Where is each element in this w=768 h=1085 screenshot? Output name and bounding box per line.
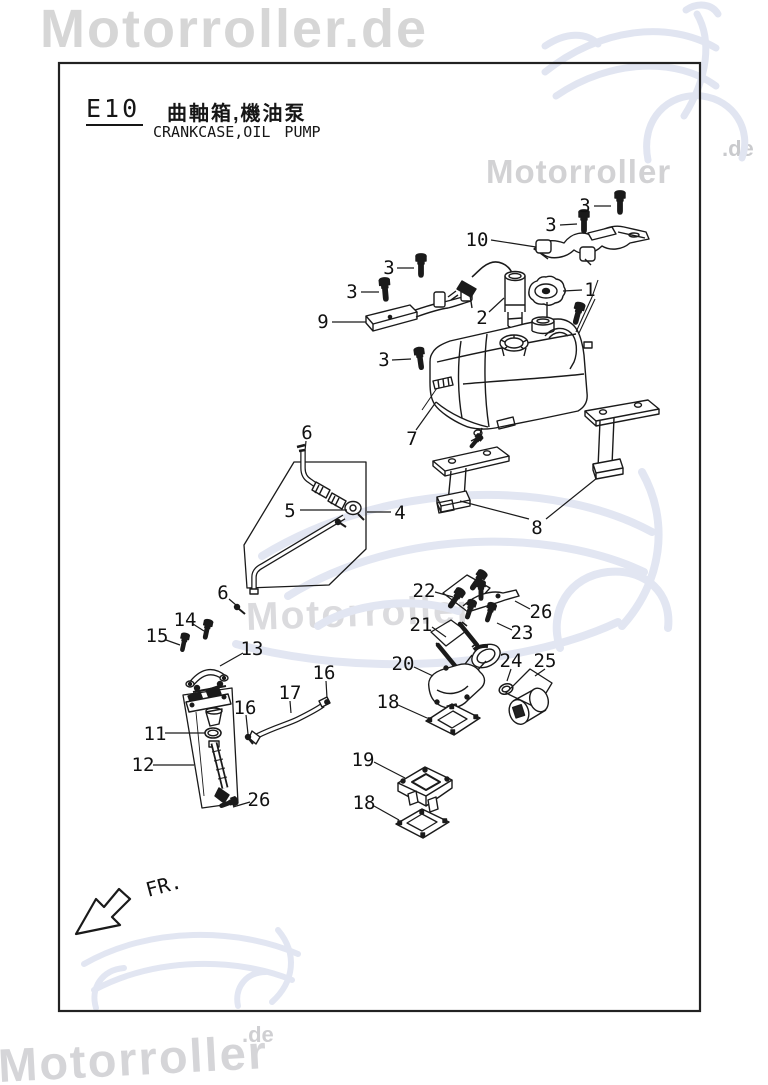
leader-line: [228, 598, 237, 606]
leader-line: [545, 477, 598, 520]
filler-cap-drawing: [528, 275, 566, 317]
leader-line: [304, 440, 307, 452]
watermark-right-tld: .de: [722, 136, 754, 161]
leader-line: [431, 626, 447, 638]
diagram-frame: [57, 61, 702, 1013]
part-callout-8: 8: [531, 517, 542, 539]
leader-line: [559, 223, 578, 226]
watermark-bottom-tld: .de: [242, 1022, 274, 1047]
part-callout-5: 5: [284, 500, 295, 522]
part-callout-25: 25: [534, 650, 557, 672]
scooter-watermark-top-right: [541, 1, 749, 164]
fastener-cluster-drawing: [430, 574, 520, 670]
oil-pump-drawing: [427, 643, 501, 716]
leader-line: [192, 623, 205, 632]
part-callout-17: 17: [279, 682, 302, 704]
scooter-watermark-bottom-left: [81, 927, 301, 1011]
part-callout-24: 24: [500, 650, 523, 672]
part-callout-3: 3: [378, 349, 389, 371]
part-callout-9: 9: [317, 311, 328, 333]
part-callout-2: 2: [476, 307, 487, 329]
diagram-code: E10: [86, 94, 144, 126]
leader-line: [413, 666, 434, 677]
leader-line: [373, 805, 400, 821]
leader-line: [490, 239, 537, 248]
part-callout-15: 15: [146, 625, 169, 647]
leader-line: [373, 761, 406, 779]
part-callout-3: 3: [383, 257, 394, 279]
hose-17-drawing: [244, 696, 331, 745]
leader-line: [434, 591, 454, 598]
part-callout-26: 26: [248, 789, 271, 811]
watermark-right: Motorroller: [486, 153, 672, 190]
leader-line: [165, 639, 181, 646]
part-callout-13: 13: [241, 638, 264, 660]
bushing-25-drawing: [505, 668, 553, 725]
leader-line: [245, 714, 249, 735]
part-callout-4: 4: [394, 502, 405, 524]
leader-line: [514, 600, 531, 610]
part-callout-12: 12: [132, 754, 155, 776]
dipstick-assembly-drawing: [182, 680, 239, 809]
part-callout-6: 6: [217, 582, 228, 604]
diagram-title-chinese: 曲軸箱,機油泵: [167, 103, 307, 125]
leader-line: [459, 500, 530, 520]
part-callout-7: 7: [406, 428, 417, 450]
part-callout-22: 22: [413, 580, 436, 602]
part-callout-18: 18: [353, 792, 376, 814]
part-callout-3: 3: [579, 195, 590, 217]
bracket-9-drawing: [365, 285, 473, 332]
part-callout-26: 26: [530, 601, 553, 623]
leader-line: [289, 700, 292, 714]
part-callout-16: 16: [313, 662, 336, 684]
part-callout-23: 23: [511, 622, 534, 644]
leader-line: [562, 289, 583, 292]
part-callout-19: 19: [352, 749, 375, 771]
front-direction-arrow: [74, 887, 132, 936]
part-callout-20: 20: [392, 653, 415, 675]
bracket-13-drawing: [185, 668, 229, 688]
diagram-title-english: CRANKCASE,OIL PUMP: [153, 123, 321, 141]
part-callout-18: 18: [377, 691, 400, 713]
leader-line: [391, 358, 412, 361]
part-callout-14: 14: [174, 609, 197, 631]
oring-24-drawing: [498, 682, 514, 696]
gasket-18-upper-drawing: [425, 703, 481, 736]
scooter-watermark-middle: [232, 468, 673, 669]
part-callout-1: 1: [584, 279, 595, 301]
leader-line: [397, 704, 428, 719]
hose-assembly-drawing: [233, 443, 367, 615]
front-direction-label: FR.: [143, 869, 184, 902]
leader-line: [534, 668, 546, 677]
leader-line: [415, 401, 437, 431]
leader-line: [488, 297, 505, 313]
gasket-18-lower-drawing: [395, 808, 450, 839]
oil-tank-drawing: [421, 279, 599, 442]
oil-sensor-drawing: [447, 261, 526, 330]
part-callout-3: 3: [545, 214, 556, 236]
leader-line: [496, 622, 513, 631]
leader-line: [219, 652, 244, 667]
part-callout-10: 10: [466, 229, 489, 251]
part-callout-6: 6: [301, 422, 312, 444]
leader-line: [325, 680, 328, 699]
mounting-brackets-8-drawing: [432, 399, 660, 514]
part-callout-11: 11: [144, 723, 167, 745]
leader-line: [506, 668, 512, 682]
leader-line: [232, 801, 251, 808]
part-callout-16: 16: [234, 697, 257, 719]
spacer-19-drawing: [397, 766, 453, 813]
part-callout-3: 3: [346, 281, 357, 303]
part-callout-21: 21: [410, 614, 433, 636]
bracket-10-drawing: [533, 225, 650, 266]
watermark-top: Motorroller.de: [40, 0, 429, 59]
